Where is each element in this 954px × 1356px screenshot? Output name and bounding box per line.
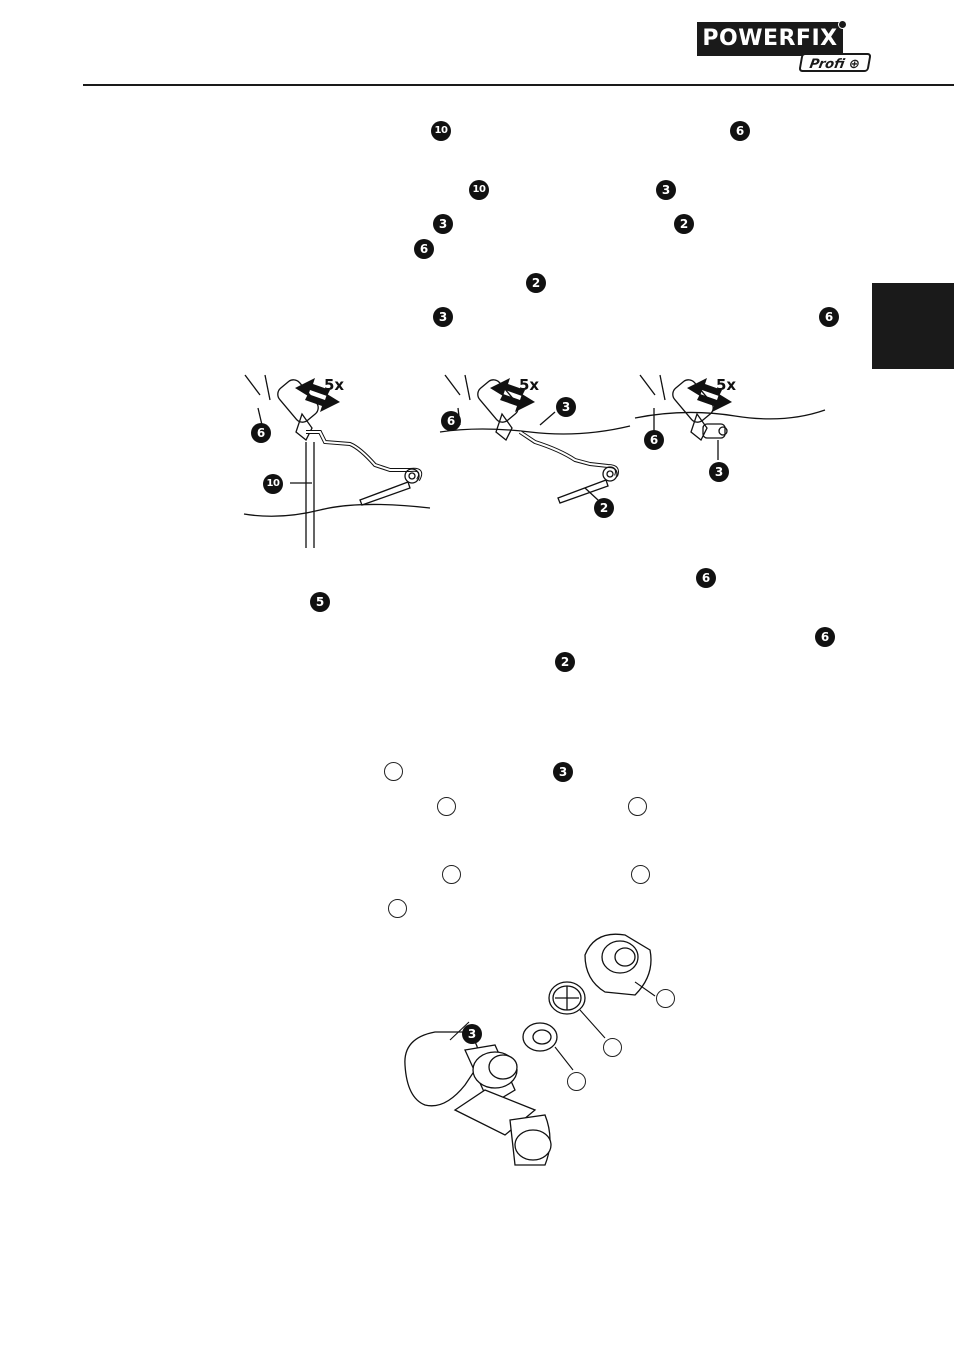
ref-badge: 5 [310,592,330,612]
fig-badge: 3 [462,1024,482,1044]
header-rule [83,84,954,86]
ref-badge: 6 [815,627,835,647]
ref-badge: 3 [553,762,573,782]
empty-ref-circle [603,1038,622,1057]
language-tab [872,283,954,369]
ref-badge: 10 [469,180,489,200]
ref-badge: 6 [696,568,716,588]
empty-ref-circle [442,865,461,884]
registered-mark-icon [838,20,847,29]
fig-badge: 6 [644,430,664,450]
empty-ref-circle [656,989,675,1008]
ref-badge: 3 [433,307,453,327]
panel-c-illustration [634,374,826,442]
ref-badge: 2 [674,214,694,234]
brand-sub-logo: Profi ⊕ [798,53,872,72]
panel-a-illustration [243,374,431,548]
repeat-label: 5x [519,376,539,394]
empty-ref-circle [631,865,650,884]
empty-ref-circle [384,762,403,781]
ref-badge: 6 [819,307,839,327]
brand-logo: POWERFIX [697,22,843,56]
fig-badge: 10 [263,474,283,494]
fig-badge: 3 [709,462,729,482]
fig-badge: 2 [594,498,614,518]
fig-badge: 6 [251,423,271,443]
brand-sub-label: Profi [808,57,846,72]
ref-badge: 2 [526,273,546,293]
figure-flush-steps: 5x 5x 5x [243,374,826,548]
ref-badge: 3 [656,180,676,200]
empty-ref-circle [628,797,647,816]
empty-ref-circle [388,899,407,918]
empty-ref-circle [567,1072,586,1091]
repeat-label: 5x [324,376,344,394]
ref-badge: 2 [555,652,575,672]
ref-badge: 3 [433,214,453,234]
figure-valve-exploded [404,933,656,1166]
empty-ref-circle [437,797,456,816]
push-pull-arrows [295,378,732,412]
repeat-label: 5x [716,376,736,394]
fig-badge: 3 [556,397,576,417]
panel-b-illustration [439,374,631,504]
ref-badge: 6 [414,239,434,259]
fig-badge: 6 [441,411,461,431]
ref-badge: 6 [730,121,750,141]
ref-badge: 10 [431,121,451,141]
